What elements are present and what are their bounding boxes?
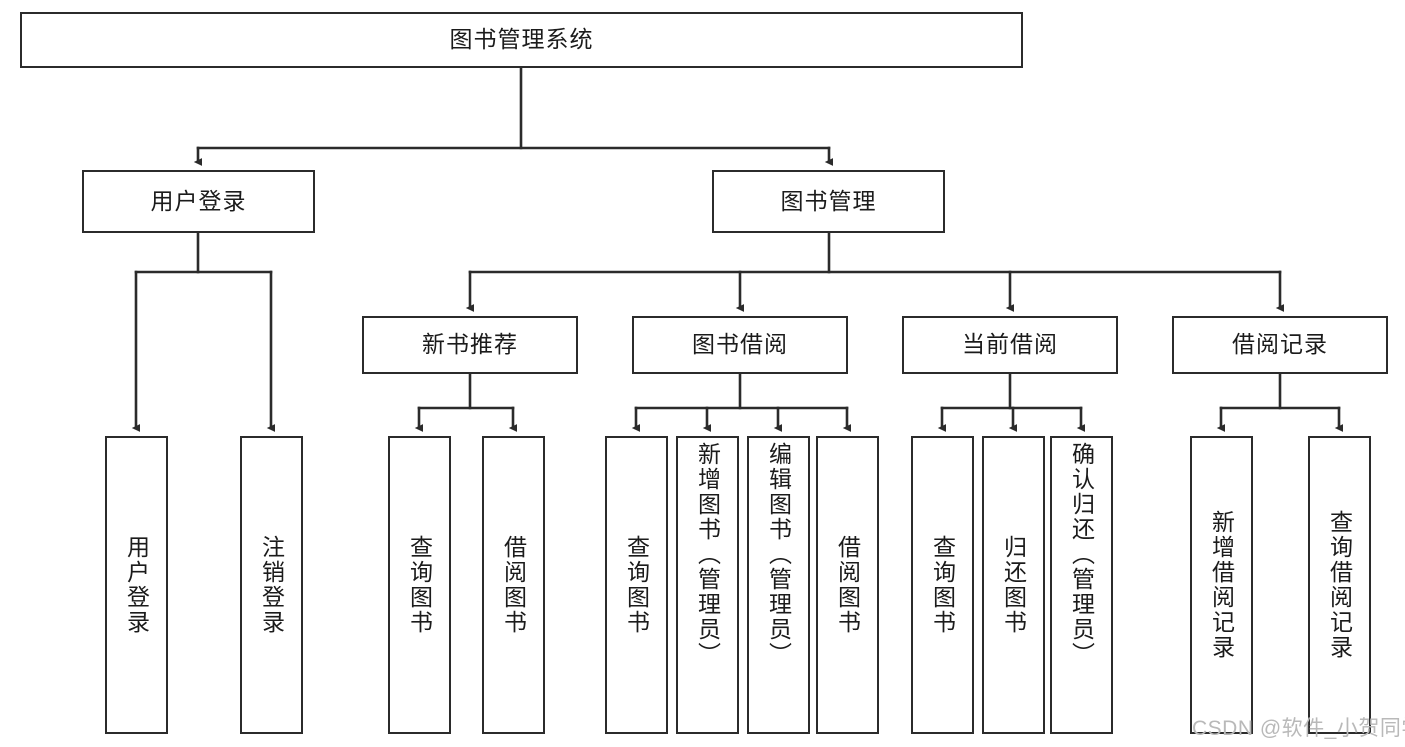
node-borrow-record[interactable]: 借阅记录 <box>1172 316 1388 374</box>
node-leaf-add-borrow-record[interactable]: 新增借阅记录 <box>1190 436 1253 734</box>
node-leaf-logout[interactable]: 注销登录 <box>240 436 303 734</box>
node-leaf-edit-book-admin-label: 编辑图书（管理员） <box>765 442 792 667</box>
node-leaf-user-login-label: 用户登录 <box>123 535 150 635</box>
node-leaf-query-borrow-record[interactable]: 查询借阅记录 <box>1308 436 1371 734</box>
node-leaf-query-book-current[interactable]: 查询图书 <box>911 436 974 734</box>
node-leaf-query-book-rec[interactable]: 查询图书 <box>388 436 451 734</box>
node-leaf-add-book-admin[interactable]: 新增图书（管理员） <box>676 436 739 734</box>
node-leaf-borrow-book[interactable]: 借阅图书 <box>816 436 879 734</box>
node-new-book-recommend[interactable]: 新书推荐 <box>362 316 578 374</box>
node-book-management-label: 图书管理 <box>780 187 877 214</box>
node-leaf-user-login[interactable]: 用户登录 <box>105 436 168 734</box>
csdn-watermark: CSDN @软件_小贺同学 <box>1192 717 1405 740</box>
node-leaf-confirm-return-admin[interactable]: 确认归还（管理员） <box>1050 436 1113 734</box>
node-leaf-logout-label: 注销登录 <box>258 535 285 635</box>
node-leaf-edit-book-admin[interactable]: 编辑图书（管理员） <box>747 436 810 734</box>
node-user-login-label: 用户登录 <box>150 187 247 214</box>
node-root-label: 图书管理系统 <box>449 26 594 53</box>
node-leaf-return-book-label: 归还图书 <box>1000 535 1027 635</box>
node-leaf-query-book-current-label: 查询图书 <box>929 535 956 635</box>
node-root[interactable]: 图书管理系统 <box>20 12 1023 68</box>
node-leaf-return-book[interactable]: 归还图书 <box>982 436 1045 734</box>
node-leaf-query-book-borrow-label: 查询图书 <box>623 535 650 635</box>
node-leaf-add-borrow-record-label: 新增借阅记录 <box>1208 510 1235 660</box>
node-leaf-borrow-book-rec-label: 借阅图书 <box>500 535 527 635</box>
node-current-borrow-label: 当前借阅 <box>962 331 1058 358</box>
node-book-borrow[interactable]: 图书借阅 <box>632 316 848 374</box>
node-user-login[interactable]: 用户登录 <box>82 170 315 233</box>
node-leaf-borrow-book-rec[interactable]: 借阅图书 <box>482 436 545 734</box>
node-leaf-query-borrow-record-label: 查询借阅记录 <box>1326 510 1353 660</box>
node-leaf-add-book-admin-label: 新增图书（管理员） <box>694 442 721 667</box>
node-new-book-recommend-label: 新书推荐 <box>422 331 518 358</box>
node-current-borrow[interactable]: 当前借阅 <box>902 316 1118 374</box>
node-leaf-borrow-book-label: 借阅图书 <box>834 535 861 635</box>
node-leaf-query-book-borrow[interactable]: 查询图书 <box>605 436 668 734</box>
node-leaf-query-book-rec-label: 查询图书 <box>406 535 433 635</box>
node-leaf-confirm-return-admin-label: 确认归还（管理员） <box>1068 442 1095 667</box>
node-borrow-record-label: 借阅记录 <box>1232 331 1328 358</box>
node-book-borrow-label: 图书借阅 <box>692 331 788 358</box>
node-book-management[interactable]: 图书管理 <box>712 170 945 233</box>
